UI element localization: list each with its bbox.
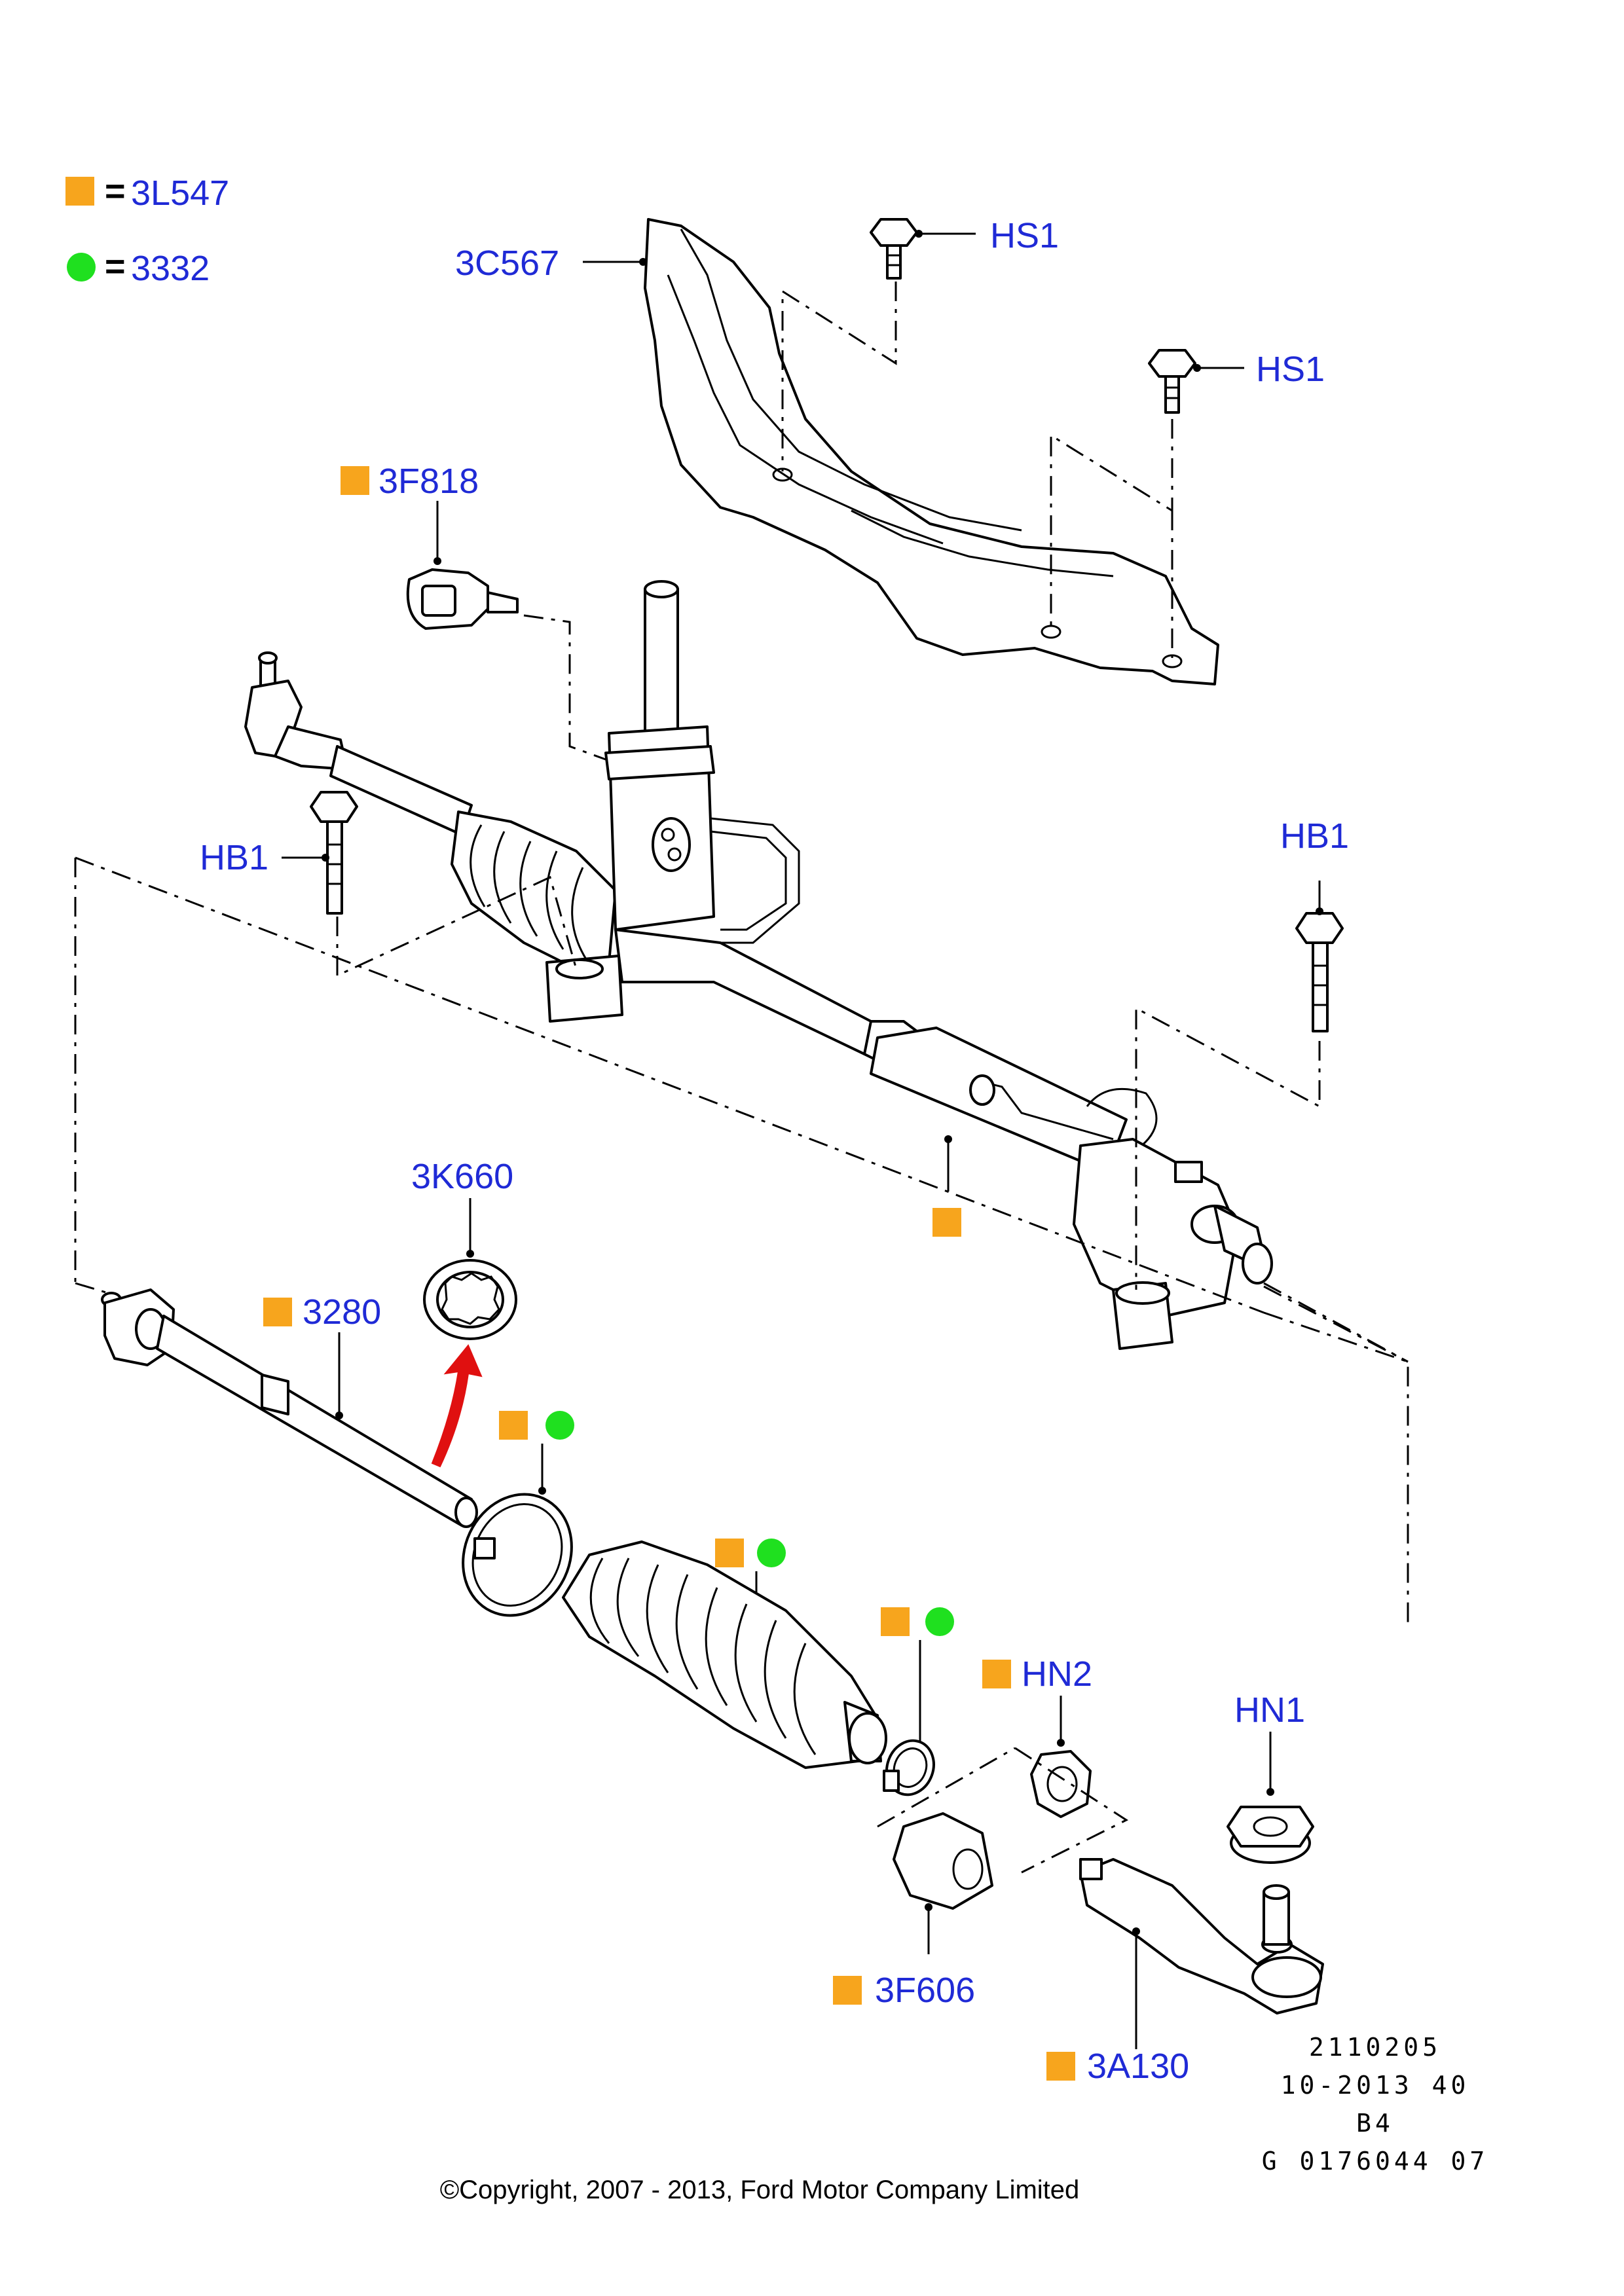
dash-hs1-b: [1050, 419, 1173, 629]
reference-line-3: B4: [1356, 2109, 1394, 2138]
label-heat-shield: 3C567: [455, 244, 559, 283]
leader-dot-tie-rod-end: [1132, 1927, 1140, 1935]
marker-circle-small-clamp: [925, 1607, 954, 1636]
steering-gear-part: [244, 580, 1273, 1350]
marker-circle-clamp: [545, 1411, 574, 1440]
red-arrow-icon: [431, 1344, 483, 1468]
leader-dot-clamp: [538, 1487, 546, 1495]
leader-dot-bushing: [466, 1250, 474, 1258]
leader-dot-adjuster: [925, 1903, 932, 1911]
tie-rod-end-part: [1079, 1858, 1324, 2014]
label-nut-hn1: HN1: [1234, 1690, 1305, 1730]
reference-block: 2110205 10-2013 40 B4 G 0176044 07: [1262, 2033, 1489, 2176]
label-bushing: 3K660: [411, 1157, 513, 1196]
leader-dot-hs1-b: [1193, 364, 1201, 372]
legend-square-marker: [65, 177, 94, 206]
leader-dot-hb1-left: [322, 854, 329, 862]
leader-dot-nut-hn1: [1266, 1788, 1274, 1796]
leader-dot-steering-gear: [944, 1135, 952, 1143]
bolt-hb1-left: [310, 791, 358, 915]
clamp-part: [462, 1493, 573, 1617]
marker-square-adjuster: [833, 1976, 862, 2005]
nut-hn1-part: [1227, 1806, 1314, 1864]
dash-sensor: [523, 614, 606, 761]
legend-equals-2: =: [105, 247, 126, 286]
marker-square-tie-rod-end: [1046, 2052, 1075, 2081]
bushing-part: [423, 1259, 517, 1340]
label-adjuster: 3F606: [875, 1971, 975, 2010]
tie-rod-part: [101, 1288, 478, 1528]
legend-equals-1: =: [105, 172, 126, 211]
label-hb1-right: HB1: [1280, 816, 1349, 856]
leader-dot-heat-shield: [639, 258, 647, 266]
label-tie-rod-end: 3A130: [1087, 2047, 1189, 2086]
leader-dot-hb1-right: [1316, 907, 1323, 915]
label-hs1-b: HS1: [1256, 350, 1325, 389]
marker-square-boot: [715, 1539, 744, 1567]
dash-assembly-outline-3: [1263, 1285, 1409, 1363]
reference-line-2: 10-2013 40: [1281, 2071, 1470, 2100]
sensor-part: [406, 568, 519, 630]
dash-hn2: [877, 1747, 1129, 1874]
adjuster-part: [893, 1812, 993, 1910]
leader-dot-nut-hn2: [1057, 1739, 1065, 1747]
dash-assembly-outline-2: [75, 1282, 109, 1294]
marker-circle-boot: [757, 1539, 786, 1567]
legend-square-code: 3L547: [131, 173, 229, 213]
dash-assembly-outline: [74, 856, 1409, 1624]
copyright-text: ©Copyright, 2007 - 2013, Ford Motor Comp…: [440, 2176, 1080, 2204]
label-sensor: 3F818: [378, 462, 479, 501]
boot-part: [562, 1540, 887, 1769]
bolt-hs1-a: [870, 218, 918, 280]
label-tie-rod: 3280: [303, 1292, 381, 1332]
small-clamp-part: [883, 1739, 935, 1796]
marker-square-tie-rod: [263, 1298, 292, 1326]
marker-square-clamp: [499, 1411, 528, 1440]
bolt-hb1-right: [1295, 912, 1344, 1032]
marker-square-nut-hn2: [982, 1660, 1011, 1688]
bolt-hs1-b: [1148, 349, 1196, 414]
label-hb1-left: HB1: [200, 838, 268, 877]
legend: = 3L547 = 3332: [65, 172, 229, 288]
marker-square-sensor: [341, 466, 369, 495]
marker-square-steering-gear: [932, 1208, 961, 1237]
nut-hn2-part: [1030, 1750, 1092, 1818]
label-nut-hn2: HN2: [1022, 1654, 1092, 1694]
dash-hb1-right: [1135, 1006, 1321, 1290]
heat-shield-part: [644, 218, 1219, 685]
leader-dot-sensor: [434, 557, 441, 565]
leader-dot-hs1-a: [915, 230, 923, 238]
dash-hb1-left: [336, 875, 578, 977]
reference-line-4: G 0176044 07: [1262, 2147, 1489, 2176]
dash-hs1-a: [781, 282, 897, 471]
marker-square-small-clamp: [881, 1607, 910, 1636]
leader-dot-tie-rod: [335, 1412, 343, 1419]
legend-circle-code: 3332: [131, 249, 210, 288]
label-hs1-a: HS1: [990, 216, 1059, 255]
reference-line-1: 2110205: [1309, 2033, 1441, 2062]
legend-circle-marker: [67, 253, 96, 282]
